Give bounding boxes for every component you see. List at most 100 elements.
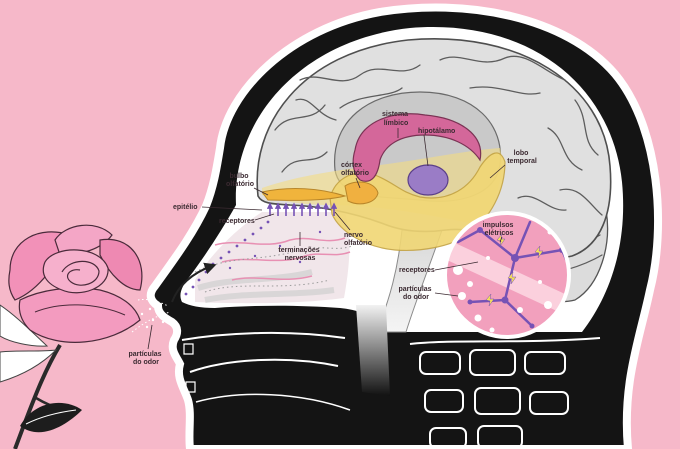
spine <box>409 337 601 449</box>
vertebra <box>529 391 569 415</box>
odor-particle <box>251 232 255 236</box>
leader-line-temporal <box>489 164 506 179</box>
impulse-bolt-icon <box>485 293 495 307</box>
leader-line-hypothalamus <box>423 134 429 167</box>
odor-particle <box>227 250 231 254</box>
olfactory-cortex <box>344 181 379 205</box>
brainstem <box>375 229 443 333</box>
zoom-odor-particles <box>453 229 559 333</box>
gyrus <box>559 188 603 216</box>
label-epithelium: epitélio <box>173 204 198 211</box>
turbinate <box>204 287 335 303</box>
neuron-branch <box>513 220 532 260</box>
receptor-cells <box>467 227 565 329</box>
neuron-branch <box>503 298 534 328</box>
rose-stem <box>13 343 62 449</box>
odor-particle <box>474 314 482 322</box>
gyrus <box>299 64 421 82</box>
odor-particle <box>453 265 463 275</box>
label-line: bulbo <box>229 173 248 180</box>
brain-gyri <box>274 55 603 216</box>
vertebra <box>424 389 464 413</box>
gyrus <box>439 55 566 81</box>
neuron-branch <box>456 228 482 244</box>
impulse-bolt-icon <box>507 271 517 285</box>
dotted-airflow <box>194 245 353 273</box>
label-olfactory-cortex: córtex olfatório <box>341 162 369 177</box>
label-line: olfatório <box>226 181 254 188</box>
gyrus <box>295 98 337 121</box>
gyrus <box>469 86 541 95</box>
odor-drift <box>137 299 169 307</box>
label-line: partículas <box>128 351 161 358</box>
label-line: lobo <box>514 150 529 157</box>
gyrus <box>574 99 599 156</box>
throat <box>356 305 390 396</box>
impulse-bolt-icon <box>534 245 544 259</box>
label-line: olfatório <box>341 170 369 177</box>
odor-particle <box>148 307 152 311</box>
odor-particle <box>184 292 188 296</box>
leader-line-bulb <box>253 187 269 196</box>
tooth <box>183 343 194 355</box>
label-line: partículas <box>398 286 431 293</box>
nerve-ending-line <box>231 275 313 281</box>
rose-odor-particles <box>131 299 171 333</box>
label-temporal-lobe: lobo temporal <box>507 150 537 165</box>
label-odor-particles-rose: partículas do odor <box>128 351 163 366</box>
vertebra <box>469 349 516 376</box>
gyrus <box>339 87 403 109</box>
mouth-region <box>181 331 351 411</box>
odor-particle <box>204 270 208 274</box>
label-electrical-impulses: impulsos elétricos <box>483 222 516 237</box>
odor-particle <box>318 230 322 234</box>
odor-particle <box>219 256 223 260</box>
odor-particle <box>278 244 282 248</box>
odor-particle <box>197 278 201 282</box>
gyrus <box>281 151 328 173</box>
olfactory-bulb <box>261 188 347 201</box>
leader-line-particles-rose <box>147 324 153 350</box>
odor-particle <box>467 281 473 287</box>
leader-line-cortex <box>355 177 361 189</box>
rose-sepal <box>0 304 49 347</box>
leader-line-impulses <box>499 236 503 243</box>
odor-particle <box>161 320 165 324</box>
leader-line-epithelium <box>201 206 263 211</box>
vertebra <box>429 427 467 449</box>
odor-particle <box>538 280 542 284</box>
odor-particle <box>243 238 247 242</box>
zoom-membrane-band <box>445 236 569 318</box>
vertebra <box>477 425 523 449</box>
rose-center-swirl <box>61 260 100 286</box>
receptor-cell <box>467 299 473 305</box>
neuron-branch <box>478 228 517 260</box>
odor-particle <box>486 256 490 260</box>
odor-particle <box>151 318 155 322</box>
vertebra <box>524 351 566 375</box>
label-line: terminações <box>278 247 319 254</box>
vertebra <box>474 387 521 415</box>
nasal-cavity <box>194 212 353 304</box>
vertebra <box>419 351 461 375</box>
odor-particle <box>458 292 466 300</box>
label-line: olfatório <box>344 240 372 247</box>
leader-lines <box>147 128 506 350</box>
tongue <box>189 358 339 373</box>
label-limbic-system: sistema límbico <box>382 111 410 127</box>
labels: sistema límbico hipotálamo lobo temporal… <box>128 111 536 366</box>
odor-particle <box>544 301 552 309</box>
odor-particle <box>253 254 257 258</box>
label-line: límbico <box>384 120 409 127</box>
neuron-network <box>456 220 569 328</box>
rose-leaf-vein <box>25 409 77 425</box>
odor-particle <box>489 327 495 333</box>
label-line: córtex <box>341 162 362 169</box>
airflow-arrow <box>171 262 217 303</box>
odor-particle <box>266 220 270 224</box>
label-receptors-zoom: receptores <box>399 267 435 274</box>
gyrus <box>517 195 567 211</box>
label-line: nervo <box>344 232 363 239</box>
label-olfactory-bulb: bulbo olfatório <box>226 173 254 188</box>
odor-particle <box>298 260 302 264</box>
